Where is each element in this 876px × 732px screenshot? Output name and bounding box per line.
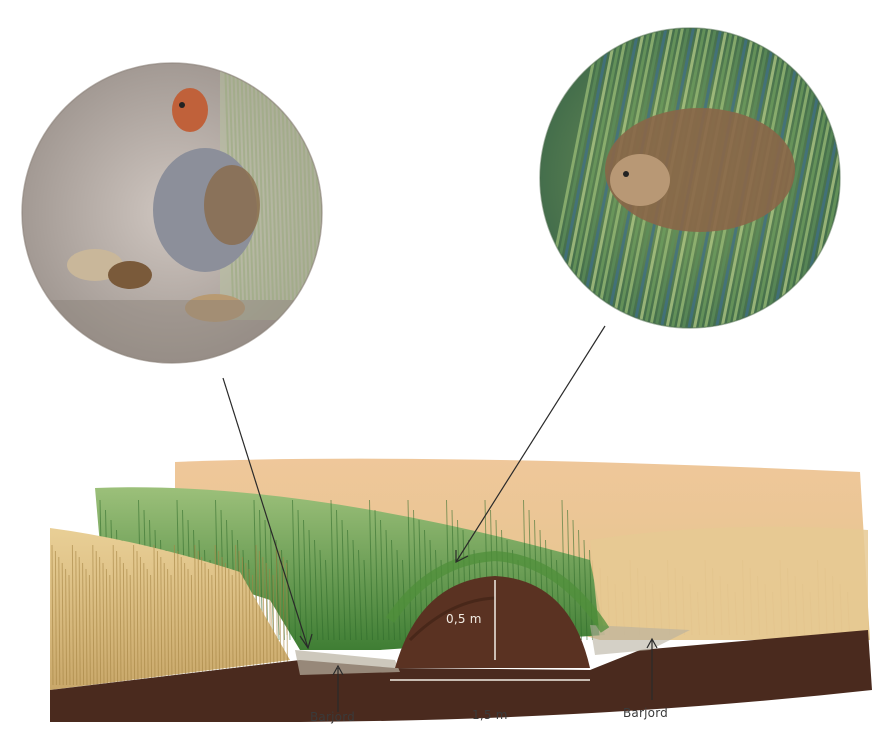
- chick: [108, 261, 152, 289]
- bare-soil-strip-left: [295, 650, 400, 675]
- bare-soil-label-right: Barjord: [623, 706, 668, 720]
- partridge-head: [172, 88, 208, 132]
- width-label: 1,5 m: [472, 708, 508, 722]
- grain-field-right: [590, 527, 868, 640]
- bare-soil-label-left: Barjord: [310, 710, 355, 724]
- nesting-bird-head: [610, 154, 670, 206]
- nesting-partridge-inset: [540, 28, 876, 330]
- height-label: 0,5 m: [446, 612, 482, 626]
- partridge-family-inset: [0, 60, 349, 380]
